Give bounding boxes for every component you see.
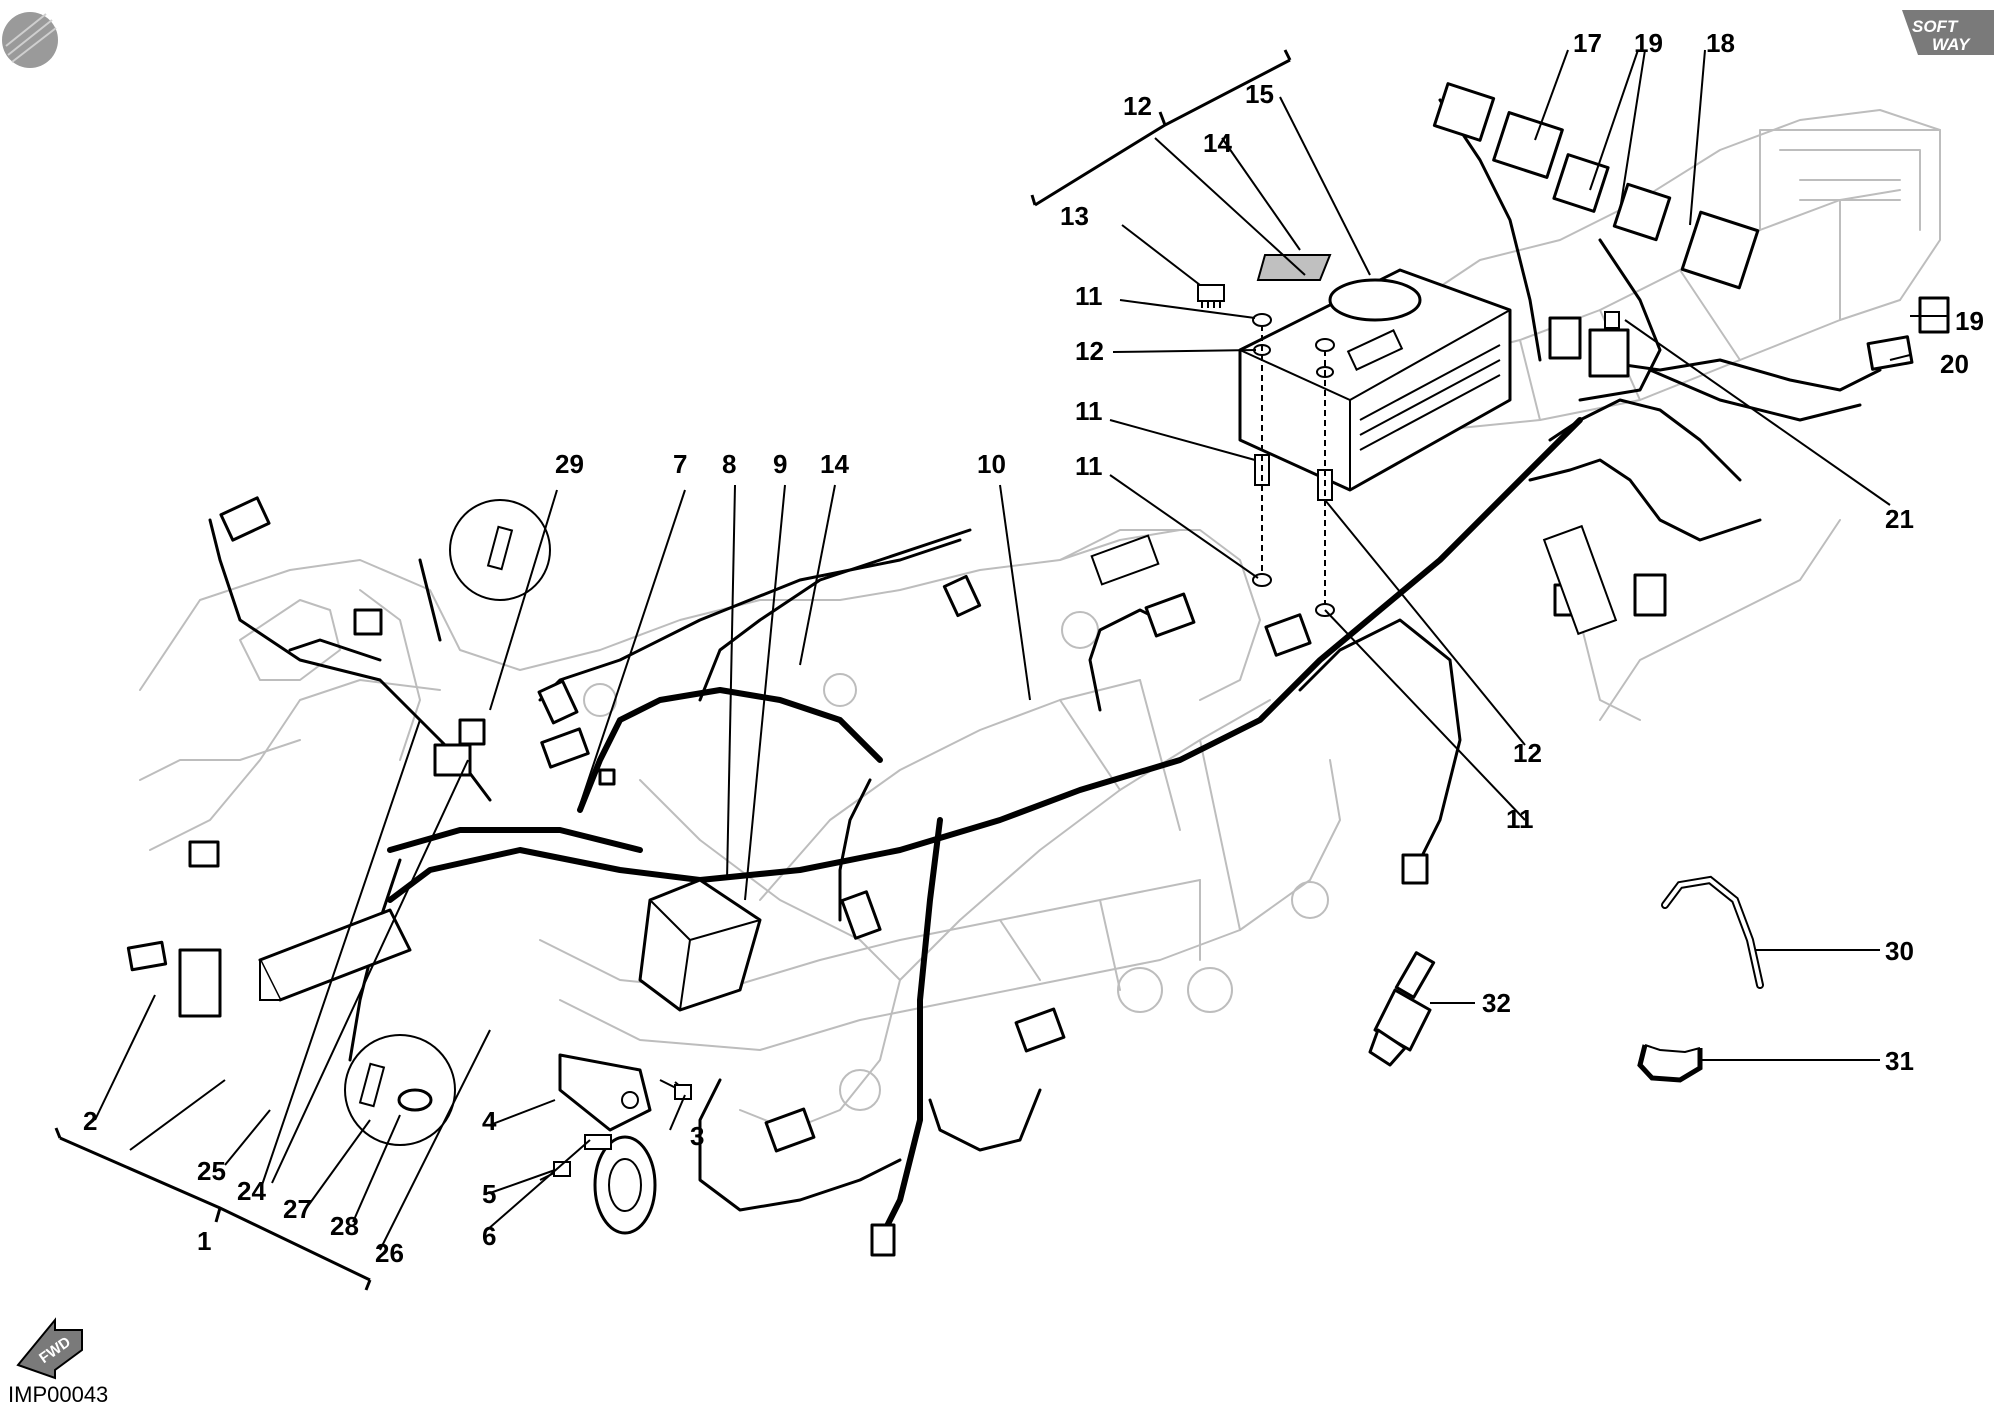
ecu-unit <box>1238 268 1512 492</box>
label-sticker <box>1256 254 1332 281</box>
callout-labels: 15 12 14 13 11 12 11 11 12 11 17 19 18 1… <box>83 28 1984 1268</box>
callout-23: 21 <box>1885 504 1914 534</box>
screw-3 <box>659 1079 692 1100</box>
bracket-plate <box>558 1053 652 1132</box>
callout-1: 1 <box>197 1226 211 1256</box>
brand-logo: SOFT WAY <box>1902 10 1994 55</box>
drawing-code: IMP00043 <box>8 1382 108 1407</box>
callout-16: 13 <box>1060 201 1089 231</box>
harness-clip <box>1637 1044 1703 1083</box>
callout-6: 6 <box>482 1221 496 1251</box>
callout-22: 20 <box>1940 349 1969 379</box>
callout-14: 14 <box>820 449 849 479</box>
callout-3: 3 <box>690 1121 704 1151</box>
callout-28: 28 <box>330 1211 359 1241</box>
horn <box>584 1134 657 1235</box>
cable-tie <box>1661 875 1764 989</box>
callout-12-left: 11 <box>1075 396 1103 426</box>
callout-21: 19 <box>1955 306 1984 336</box>
callout-7: 7 <box>673 449 687 479</box>
callout-26: 26 <box>375 1238 404 1268</box>
callout-2: 2 <box>83 1106 97 1136</box>
callout-10: 10 <box>977 449 1006 479</box>
group-bracket-1 <box>54 1127 372 1291</box>
spark-plug <box>1368 951 1436 1067</box>
callout-30: 30 <box>1885 936 1914 966</box>
callout-4: 4 <box>482 1106 497 1136</box>
callout-24: 24 <box>237 1176 266 1206</box>
brand-line2: WAY <box>1932 35 1971 54</box>
callout-27: 27 <box>283 1194 312 1224</box>
cover-disc <box>1328 278 1422 322</box>
callout-11-bottom: 11 <box>1506 804 1534 834</box>
leader-lines <box>94 49 1948 1251</box>
callout-9: 9 <box>773 449 787 479</box>
callout-11-mid: 11 <box>1075 451 1103 481</box>
callout-25: 25 <box>197 1156 226 1186</box>
screw-5 <box>539 1161 571 1181</box>
callout-15: 12 <box>1123 91 1152 121</box>
callout-11-top: 11 <box>1075 281 1103 311</box>
callout-19-right: 18 <box>1706 28 1735 58</box>
callout-29: 29 <box>555 449 584 479</box>
callout-13: 12 <box>1075 336 1104 366</box>
fuse-box-left <box>258 908 412 1002</box>
callout-18: 15 <box>1245 79 1274 109</box>
callout-31: 31 <box>1885 1046 1914 1076</box>
detail-circle-29 <box>449 499 551 601</box>
rear-relays <box>1432 82 1950 378</box>
group-bracket-15 <box>1030 49 1292 207</box>
misc-connectors <box>126 496 1667 1257</box>
callout-19-left: 17 <box>1573 28 1602 58</box>
callout-32: 32 <box>1482 988 1511 1018</box>
callout-20: 19 <box>1634 28 1663 58</box>
callout-12-right: 12 <box>1513 738 1542 768</box>
ignition-coil <box>638 878 762 1012</box>
corner-disc-icon <box>2 12 58 68</box>
callout-8: 8 <box>722 449 736 479</box>
main-wiring-harness <box>208 98 1882 1243</box>
callout-17: 14 <box>1203 128 1232 158</box>
detail-circle-27-28 <box>344 1034 456 1146</box>
chip-component <box>1197 284 1225 308</box>
callout-5: 5 <box>482 1179 496 1209</box>
motorcycle-frame <box>139 109 1941 1131</box>
ecu-mounting-hardware <box>1252 313 1335 617</box>
forward-arrow-icon: FWD <box>16 1317 83 1380</box>
brand-line1: SOFT <box>1912 17 1959 36</box>
